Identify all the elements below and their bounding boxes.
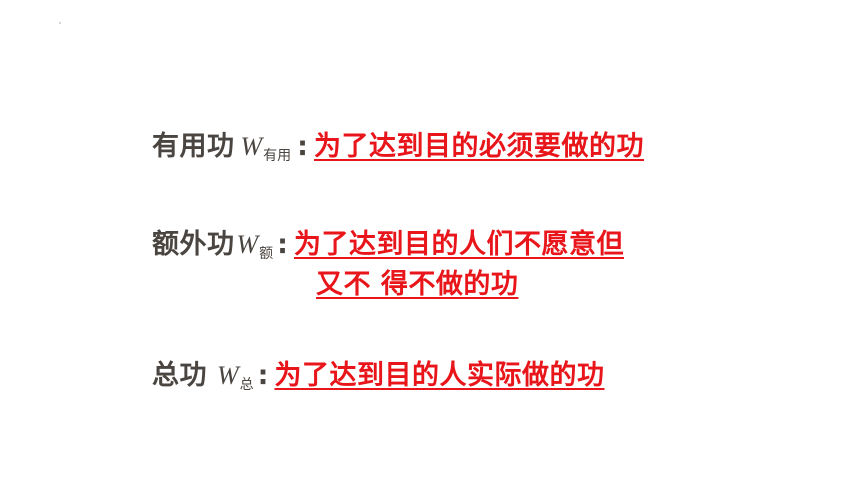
useful-work-term: 有用功	[152, 131, 235, 162]
extra-work-term: 额外功	[152, 229, 235, 260]
useful-work-colon: :	[297, 131, 308, 162]
extra-work-row: 额外功 W 额 : 为了达到目的人们不愿意但	[152, 222, 624, 262]
useful-work-definition: 为了达到目的必须要做的功	[313, 131, 644, 162]
total-work-term: 总功	[152, 360, 207, 391]
total-work-symbol: W	[217, 361, 239, 390]
total-work-colon: :	[257, 360, 269, 391]
total-work-definition: 为了达到目的人实际做的功	[274, 360, 605, 391]
extra-work-definition-line2: 又不 得不做的功	[316, 269, 519, 300]
extra-work-symbol: W	[236, 230, 259, 259]
total-work-subscript: 总	[239, 377, 254, 393]
useful-work-subscript: 有用	[263, 148, 292, 164]
extra-work-subscript: 额	[259, 246, 274, 262]
useful-work-symbol: W	[240, 132, 263, 161]
extra-work-colon: :	[277, 229, 288, 260]
corner-dot	[59, 22, 61, 24]
useful-work-row: 有用功 W 有用 : 为了达到目的必须要做的功	[152, 124, 644, 164]
extra-work-definition: 为了达到目的人们不愿意但	[293, 229, 624, 260]
total-work-row: 总功 W 总 : 为了达到目的人实际做的功	[152, 353, 605, 393]
